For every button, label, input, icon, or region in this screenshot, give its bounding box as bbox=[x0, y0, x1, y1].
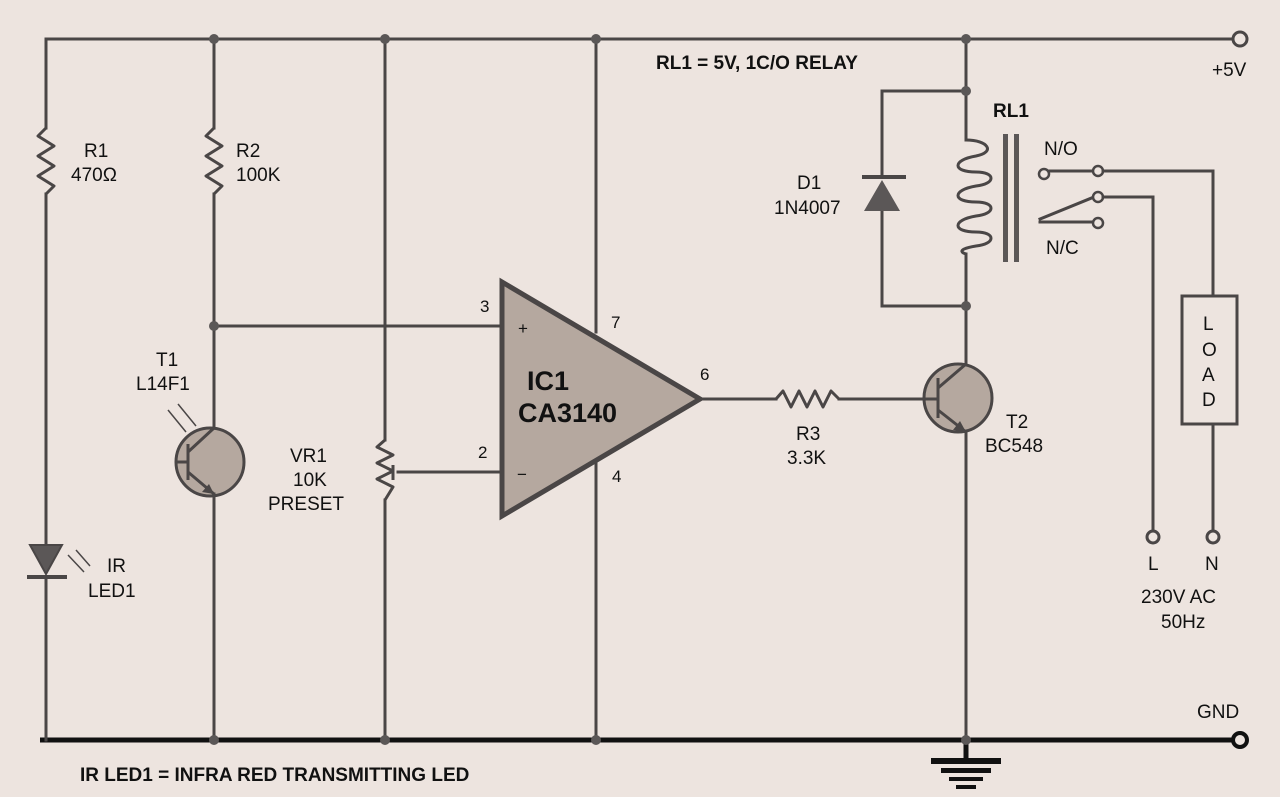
ic1-pin-2: 2 bbox=[478, 443, 487, 462]
nc-contact-icon bbox=[1091, 216, 1105, 230]
ir-led-icon bbox=[27, 544, 91, 579]
t1-ref: T1 bbox=[156, 350, 178, 371]
r1-value: 470Ω bbox=[71, 165, 117, 186]
ic1-plus-sign: + bbox=[518, 319, 528, 338]
r3-resistor-icon bbox=[774, 389, 841, 409]
positive-terminal[interactable] bbox=[1231, 30, 1249, 48]
mains-voltage: 230V AC bbox=[1141, 587, 1216, 608]
positive-rail-label: +5V bbox=[1212, 60, 1247, 81]
mains-l-label: L bbox=[1148, 554, 1159, 575]
vr1-value: 10K bbox=[293, 470, 327, 491]
r1-ref: R1 bbox=[84, 141, 108, 162]
d1-value: 1N4007 bbox=[774, 198, 841, 219]
load-letter-3: A bbox=[1202, 365, 1215, 386]
ic1-pin-3: 3 bbox=[480, 297, 489, 316]
branch-r2-t1 bbox=[167, 37, 502, 742]
ground-symbol-icon bbox=[931, 740, 1001, 789]
r2-ref: R2 bbox=[236, 141, 260, 162]
d1-ref: D1 bbox=[797, 173, 821, 194]
r3-ref: R3 bbox=[796, 424, 820, 445]
vr1-ref: VR1 bbox=[290, 446, 327, 467]
t2-transistor-icon bbox=[922, 362, 994, 434]
t2-value: BC548 bbox=[985, 436, 1043, 457]
relay-coil-branch bbox=[880, 37, 971, 366]
branch-r1-irled bbox=[27, 37, 91, 742]
r2-resistor-icon bbox=[204, 126, 224, 196]
d1-diode-icon bbox=[862, 175, 906, 211]
ic1-ref: IC1 bbox=[527, 366, 569, 396]
mains-n-terminal[interactable] bbox=[1205, 529, 1221, 545]
branch-vr1 bbox=[375, 37, 502, 742]
ic1-pin-7: 7 bbox=[611, 313, 620, 332]
ground-rail-label: GND bbox=[1197, 702, 1239, 723]
relay-contacts bbox=[1037, 164, 1215, 532]
ic1-value: CA3140 bbox=[518, 398, 617, 428]
rl1-ref: RL1 bbox=[993, 101, 1029, 122]
junction-dots bbox=[209, 34, 971, 745]
r3-branch bbox=[698, 389, 927, 409]
r1-resistor-icon bbox=[36, 126, 56, 196]
relay-spec-note: RL1 = 5V, 1C/O RELAY bbox=[656, 53, 858, 74]
load-box bbox=[1180, 294, 1239, 426]
ic1-pin-4: 4 bbox=[612, 467, 621, 486]
t2-ref: T2 bbox=[1006, 412, 1028, 433]
vr1-type: PRESET bbox=[268, 494, 344, 515]
t1-phototransistor-icon bbox=[167, 403, 246, 498]
ground-terminal[interactable] bbox=[1231, 731, 1249, 749]
relay-coil-icon bbox=[956, 134, 1019, 262]
mains-l-terminal[interactable] bbox=[1145, 529, 1161, 545]
load-letter-1: L bbox=[1203, 314, 1214, 335]
vr1-preset-icon bbox=[375, 438, 395, 501]
relay-no-label: N/O bbox=[1044, 139, 1078, 160]
ic1-minus-sign: − bbox=[517, 465, 527, 484]
ic1-opamp-icon bbox=[499, 277, 705, 521]
load-letter-2: O bbox=[1202, 340, 1217, 361]
ir-led-label-2: LED1 bbox=[88, 581, 136, 602]
t1-value: L14F1 bbox=[136, 374, 190, 395]
r2-value: 100K bbox=[236, 165, 281, 186]
load-letter-4: D bbox=[1202, 390, 1216, 411]
ir-led-note: IR LED1 = INFRA RED TRANSMITTING LED bbox=[80, 765, 469, 786]
relay-nc-label: N/C bbox=[1046, 238, 1079, 259]
ic1-pin-6: 6 bbox=[700, 365, 709, 384]
r3-value: 3.3K bbox=[787, 448, 826, 469]
mains-frequency: 50Hz bbox=[1161, 612, 1205, 633]
ir-led-label-1: IR bbox=[107, 556, 126, 577]
mains-n-label: N bbox=[1205, 554, 1219, 575]
